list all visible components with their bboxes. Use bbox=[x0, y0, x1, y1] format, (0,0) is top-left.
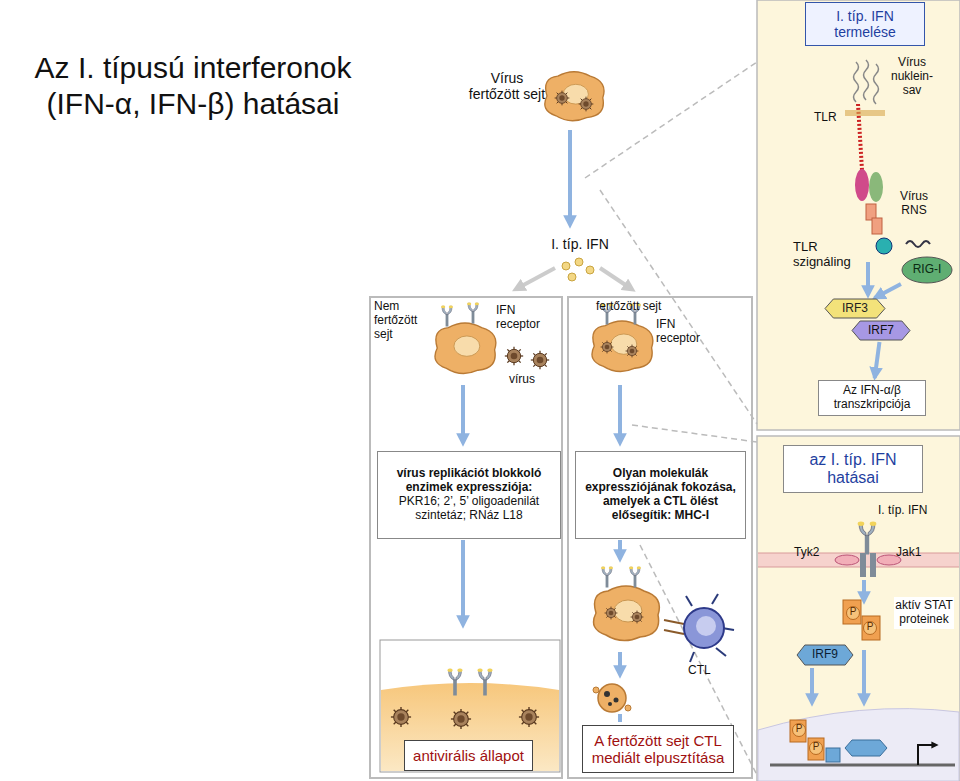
ifn-label: I. típ. IFN bbox=[878, 504, 950, 518]
heading-box: az I. típ. IFN hatásai bbox=[783, 445, 923, 493]
process-box: Olyan molekulák expressziójának fokozása… bbox=[575, 451, 746, 539]
node-text: vírus replikációt blokkoló enzimek expre… bbox=[382, 467, 556, 495]
signal-arrow bbox=[875, 284, 901, 298]
irf7-hexagon: IRF7 bbox=[852, 321, 910, 340]
signaling-label: TLR szignáling bbox=[793, 240, 865, 270]
node-text: RIG-I bbox=[908, 263, 946, 277]
ifn-label: I. típ. IFN bbox=[532, 236, 628, 252]
node-text: PKR16; 2’, 5’ oligoadenilát szintetáz; R… bbox=[382, 495, 556, 523]
phosphate-label: P bbox=[847, 606, 859, 618]
kinase-label: Jak1 bbox=[896, 546, 932, 560]
rig-i-ellipse: RIG-I bbox=[902, 257, 952, 283]
cell-label: fertőzött sejt bbox=[596, 300, 696, 314]
heading-box: I. típ. IFN termelése bbox=[805, 2, 925, 46]
process-box: Az IFN-α/β transzkripciója bbox=[818, 380, 926, 416]
cell-label: Vírus fertőzött sejt bbox=[466, 70, 548, 102]
rna-label: Vírus RNS bbox=[892, 190, 936, 218]
receptor-label: IFN receptor bbox=[496, 304, 554, 332]
node-text: az I. típ. IFN hatásai bbox=[788, 451, 918, 488]
phosphate-label: P bbox=[810, 741, 822, 753]
irf3-hexagon: IRF3 bbox=[825, 299, 885, 318]
phosphate-label: P bbox=[793, 723, 805, 735]
stat-label: aktív STAT proteinek bbox=[894, 597, 954, 629]
kinase-label: Tyk2 bbox=[794, 546, 830, 560]
node-text: A fertőzött sejt CTL mediált elpusztítás… bbox=[587, 732, 729, 767]
nucleic-acid-label: Vírus nuklein-sav bbox=[886, 56, 938, 97]
node-text: I. típ. IFN termelése bbox=[810, 8, 920, 40]
node-text: Az IFN-α/β transzkripciója bbox=[823, 384, 921, 412]
diagram-title: Az I. típusú interferonok (IFN-α, IFN-β)… bbox=[4, 50, 382, 122]
result-box: antivirális állapot bbox=[404, 740, 533, 771]
result-box: A fertőzött sejt CTL mediált elpusztítás… bbox=[582, 725, 734, 773]
cell-label: Nem fertőzött sejt bbox=[374, 300, 430, 341]
receptor-label: IFN receptor bbox=[656, 318, 716, 346]
tlr-label: TLR bbox=[814, 111, 844, 125]
irf9-hexagon: IRF9 bbox=[797, 645, 853, 665]
ctl-label: CTL bbox=[688, 664, 722, 678]
node-text: IRF9 bbox=[803, 648, 847, 662]
process-box: vírus replikációt blokkoló enzimek expre… bbox=[377, 451, 561, 539]
node-text: IRF3 bbox=[831, 302, 879, 316]
node-text: Olyan molekulák expressziójának fokozása… bbox=[580, 467, 741, 522]
virus-label: vírus bbox=[500, 373, 544, 387]
node-text: IRF7 bbox=[858, 324, 904, 338]
node-text: antivirális állapot bbox=[409, 747, 528, 764]
signal-arrow bbox=[875, 342, 880, 378]
phosphate-label: P bbox=[864, 621, 876, 633]
